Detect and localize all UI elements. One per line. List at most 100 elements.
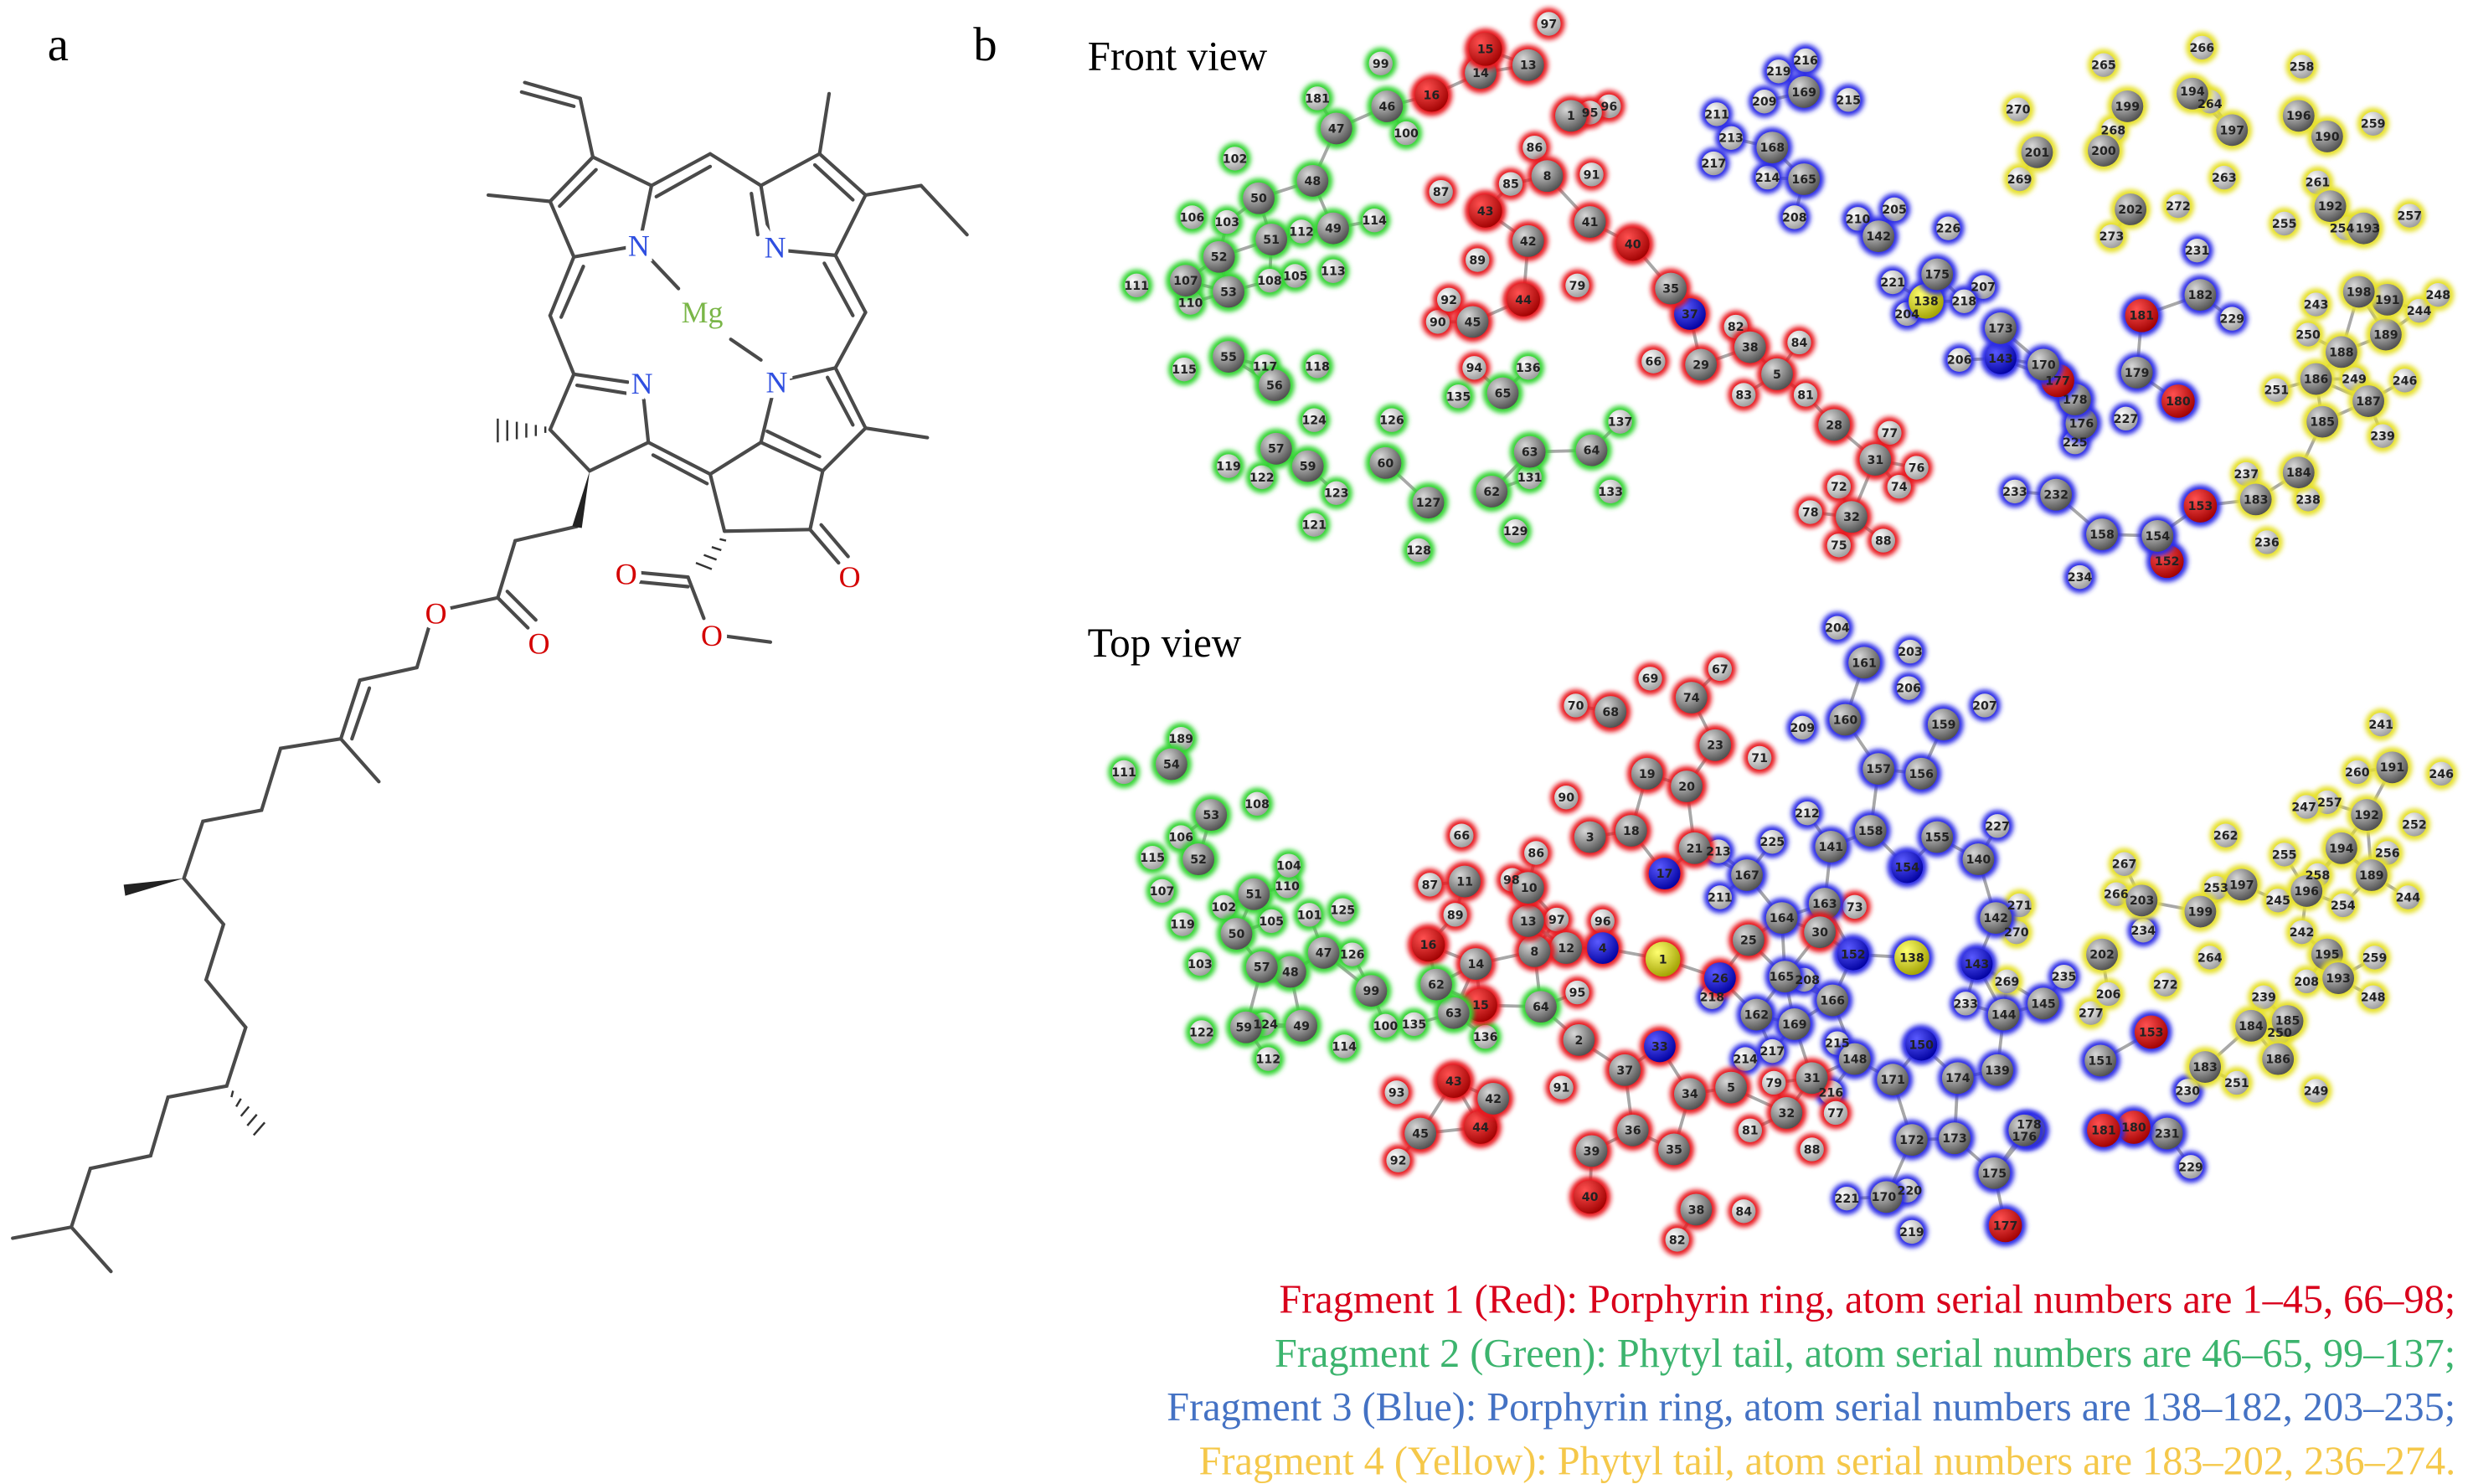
atom-red-89	[1461, 244, 1494, 276]
atom-serial-number: 40	[1582, 1191, 1599, 1204]
atom-sphere	[1436, 1064, 1471, 1098]
atom-serial-number: 37	[1616, 1064, 1633, 1078]
atom-serial-number: 122	[1249, 471, 1275, 485]
atom-green-118	[1301, 350, 1334, 383]
atom-serial-number: 211	[1708, 891, 1733, 904]
atom-serial-number: 269	[2007, 173, 2032, 187]
atom-serial-number: 153	[2188, 500, 2213, 513]
atom-sphere	[2361, 985, 2385, 1009]
atom-sphere	[1702, 151, 1726, 176]
atom-red-43	[1464, 190, 1507, 232]
atom-green-119	[1212, 450, 1245, 482]
atom-sphere	[1296, 164, 1329, 197]
atom-serial-number: 218	[1700, 992, 1725, 1005]
atom-serial-number: 263	[2212, 172, 2237, 185]
atom-blue-214	[1751, 161, 1784, 194]
atom-red-91	[1575, 158, 1608, 191]
atom-sphere	[1829, 703, 1862, 736]
atom-serial-number: 48	[1304, 175, 1321, 188]
atom-blue-213	[1714, 121, 1748, 154]
atom-serial-number: 119	[1216, 461, 1241, 474]
atom-serial-number: 268	[2100, 124, 2125, 137]
atom-serial-number: 102	[1223, 152, 1248, 166]
atom-blue-219	[1762, 55, 1796, 88]
atom-serial-number: 32	[1778, 1107, 1795, 1121]
atom-serial-number: 219	[1766, 65, 1791, 79]
atom-sphere	[2361, 111, 2385, 136]
atom-red-13	[1507, 901, 1548, 941]
atom-red-4	[1582, 928, 1623, 968]
atom-serial-number: 33	[1651, 1040, 1668, 1054]
atom-blue-233	[1998, 475, 2032, 508]
atom-sphere	[2272, 842, 2296, 867]
atom-sphere	[1638, 667, 1662, 691]
atom-serial-number: 154	[1894, 861, 1919, 874]
atom-sphere	[1324, 481, 1348, 506]
atom-red-21	[1674, 827, 1715, 868]
atom-sphere	[1962, 843, 1995, 876]
atom-sphere	[1887, 475, 1911, 499]
atom-serial-number: 250	[2295, 328, 2321, 342]
atom-red-41	[1569, 202, 1610, 242]
atom-blue-234	[2063, 561, 2096, 594]
atom-red-5	[1757, 353, 1797, 394]
top-view-title: Top view	[1088, 620, 1242, 666]
atom-serial-number: 144	[1991, 1009, 2017, 1023]
atom-serial-number: 129	[1503, 525, 1528, 538]
atom-serial-number: 256	[2375, 847, 2400, 860]
atom-sphere	[1766, 59, 1791, 84]
atom-green-47	[1316, 108, 1357, 149]
atom-sphere	[2239, 483, 2272, 516]
atom-serial-number: 237	[2233, 468, 2259, 482]
atom-serial-number: 72	[1831, 481, 1847, 494]
atom-blue-172	[1892, 1120, 1932, 1160]
atom-serial-number: 15	[1477, 44, 1494, 57]
atom-green-108	[1254, 265, 1286, 297]
atom-blue-157	[1858, 749, 1899, 790]
atom-sphere	[2216, 114, 2249, 147]
atom-sphere	[1708, 657, 1733, 682]
atom-serial-number: 205	[1882, 204, 1907, 217]
atom-serial-number: 53	[1203, 809, 1219, 822]
atom-serial-number: 51	[1263, 234, 1280, 247]
atom-sphere	[1608, 410, 1632, 434]
atom-blue-229	[2216, 302, 2249, 335]
atom-sphere	[1733, 1047, 1758, 1071]
atom-red-44	[1502, 279, 1544, 321]
atom-serial-number: 92	[1390, 1155, 1407, 1168]
atom-sphere	[1214, 209, 1239, 234]
atom-blue-208	[1778, 201, 1811, 234]
atom-red-16	[1410, 74, 1453, 116]
atom-sphere	[2407, 298, 2431, 323]
atom-blue-168	[1752, 127, 1793, 167]
atom-yellow-269	[2003, 162, 2036, 196]
atom-green-115	[1167, 353, 1201, 386]
atom-serial-number: 115	[1140, 852, 1165, 865]
atom-serial-number: 54	[1163, 758, 1180, 771]
atom-serial-number: 258	[2290, 61, 2315, 75]
atom-sphere	[1921, 258, 1954, 291]
atom-yellow-247	[2290, 791, 2323, 823]
atom-red-87	[1425, 176, 1457, 209]
atom-sphere	[2290, 54, 2314, 79]
atom-serial-number: 265	[2091, 59, 2116, 73]
atom-green-103	[1211, 205, 1244, 239]
atom-sphere	[1476, 475, 1508, 508]
atom-sphere	[2396, 885, 2420, 909]
atom-serial-number: 90	[1430, 316, 1446, 329]
atom-green-57	[1255, 428, 1296, 469]
atom-serial-number: 266	[2189, 42, 2214, 55]
atom-sphere	[1761, 358, 1793, 390]
atom-yellow-186	[2295, 358, 2336, 399]
atom-serial-number: 100	[1373, 1020, 1399, 1033]
atom-blue-142	[1976, 898, 2017, 938]
atom-serial-number: 209	[1752, 95, 1777, 109]
atom-serial-number: 117	[1253, 360, 1278, 374]
atom-serial-number: 141	[1819, 841, 1844, 854]
atom-serial-number: 219	[1899, 1226, 1924, 1239]
atom-sphere	[1249, 465, 1274, 490]
atom-sphere	[1373, 1013, 1398, 1038]
atom-serial-number: 206	[1896, 683, 1921, 696]
atom-serial-number: 13	[1520, 915, 1537, 929]
atom-sphere	[2184, 279, 2217, 312]
